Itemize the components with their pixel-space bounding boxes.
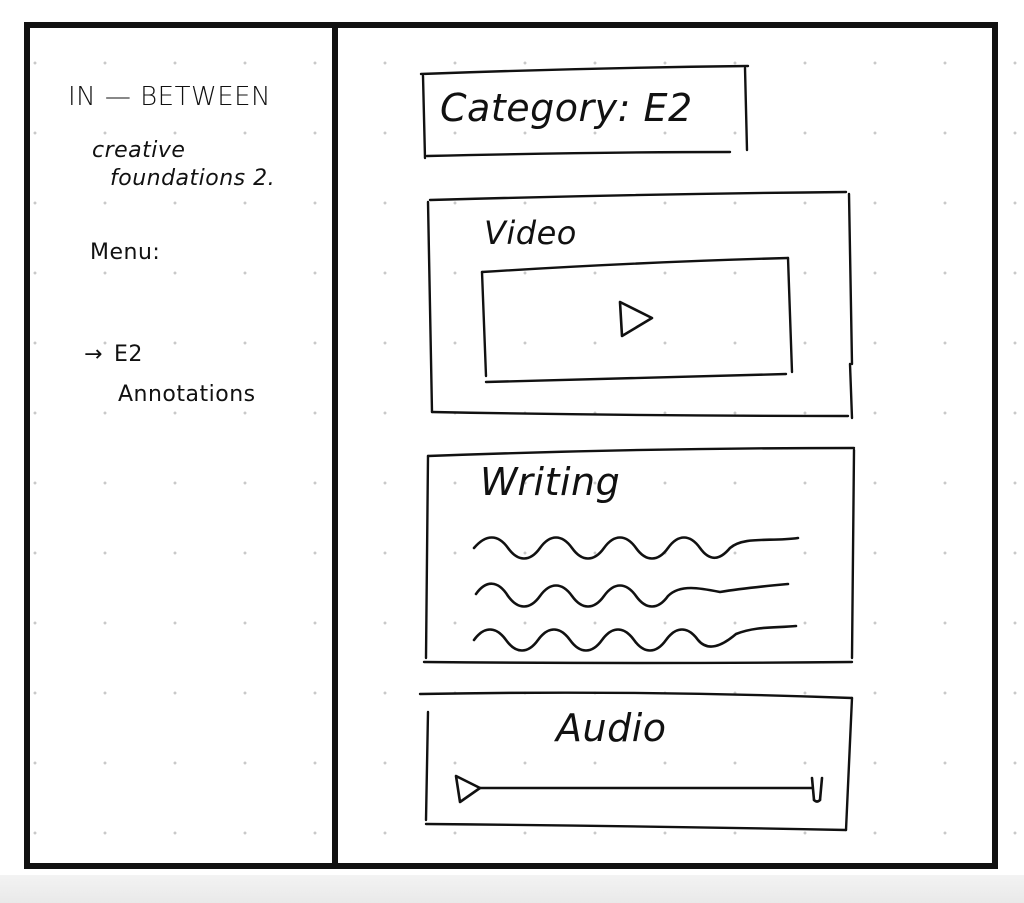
audio-section-title: Audio — [556, 706, 667, 750]
audio-section-box — [418, 691, 854, 832]
video-section-box — [426, 190, 854, 420]
category-box — [419, 64, 750, 160]
video-player-box — [480, 256, 794, 384]
video-section-title: Video — [484, 214, 577, 252]
site-subtitle-line-1: creative — [92, 138, 186, 163]
audio-end-icon[interactable] — [810, 776, 824, 803]
menu-item-e2-annotations[interactable]: E2 — [114, 342, 143, 367]
audio-play-icon[interactable] — [454, 774, 482, 804]
writing-text-line-1 — [472, 536, 800, 560]
writing-section-title: Writing — [480, 460, 621, 504]
arrow-right-icon: → — [84, 342, 103, 367]
writing-text-line-2 — [474, 582, 790, 608]
writing-text-line-3 — [472, 624, 798, 652]
site-title: IN — BETWEEN — [68, 82, 271, 112]
site-subtitle-line-2: foundations 2. — [110, 166, 276, 191]
category-heading: Category: E2 — [440, 86, 693, 130]
wireframe-outer-frame — [24, 22, 998, 869]
page-bottom-edge — [0, 875, 1024, 903]
writing-section-box — [422, 446, 856, 665]
sidebar-divider — [332, 26, 338, 867]
video-play-icon[interactable] — [618, 300, 654, 338]
menu-label: Menu: — [90, 240, 161, 265]
menu-item-e2-annotations-line-2[interactable]: Annotations — [118, 382, 256, 407]
